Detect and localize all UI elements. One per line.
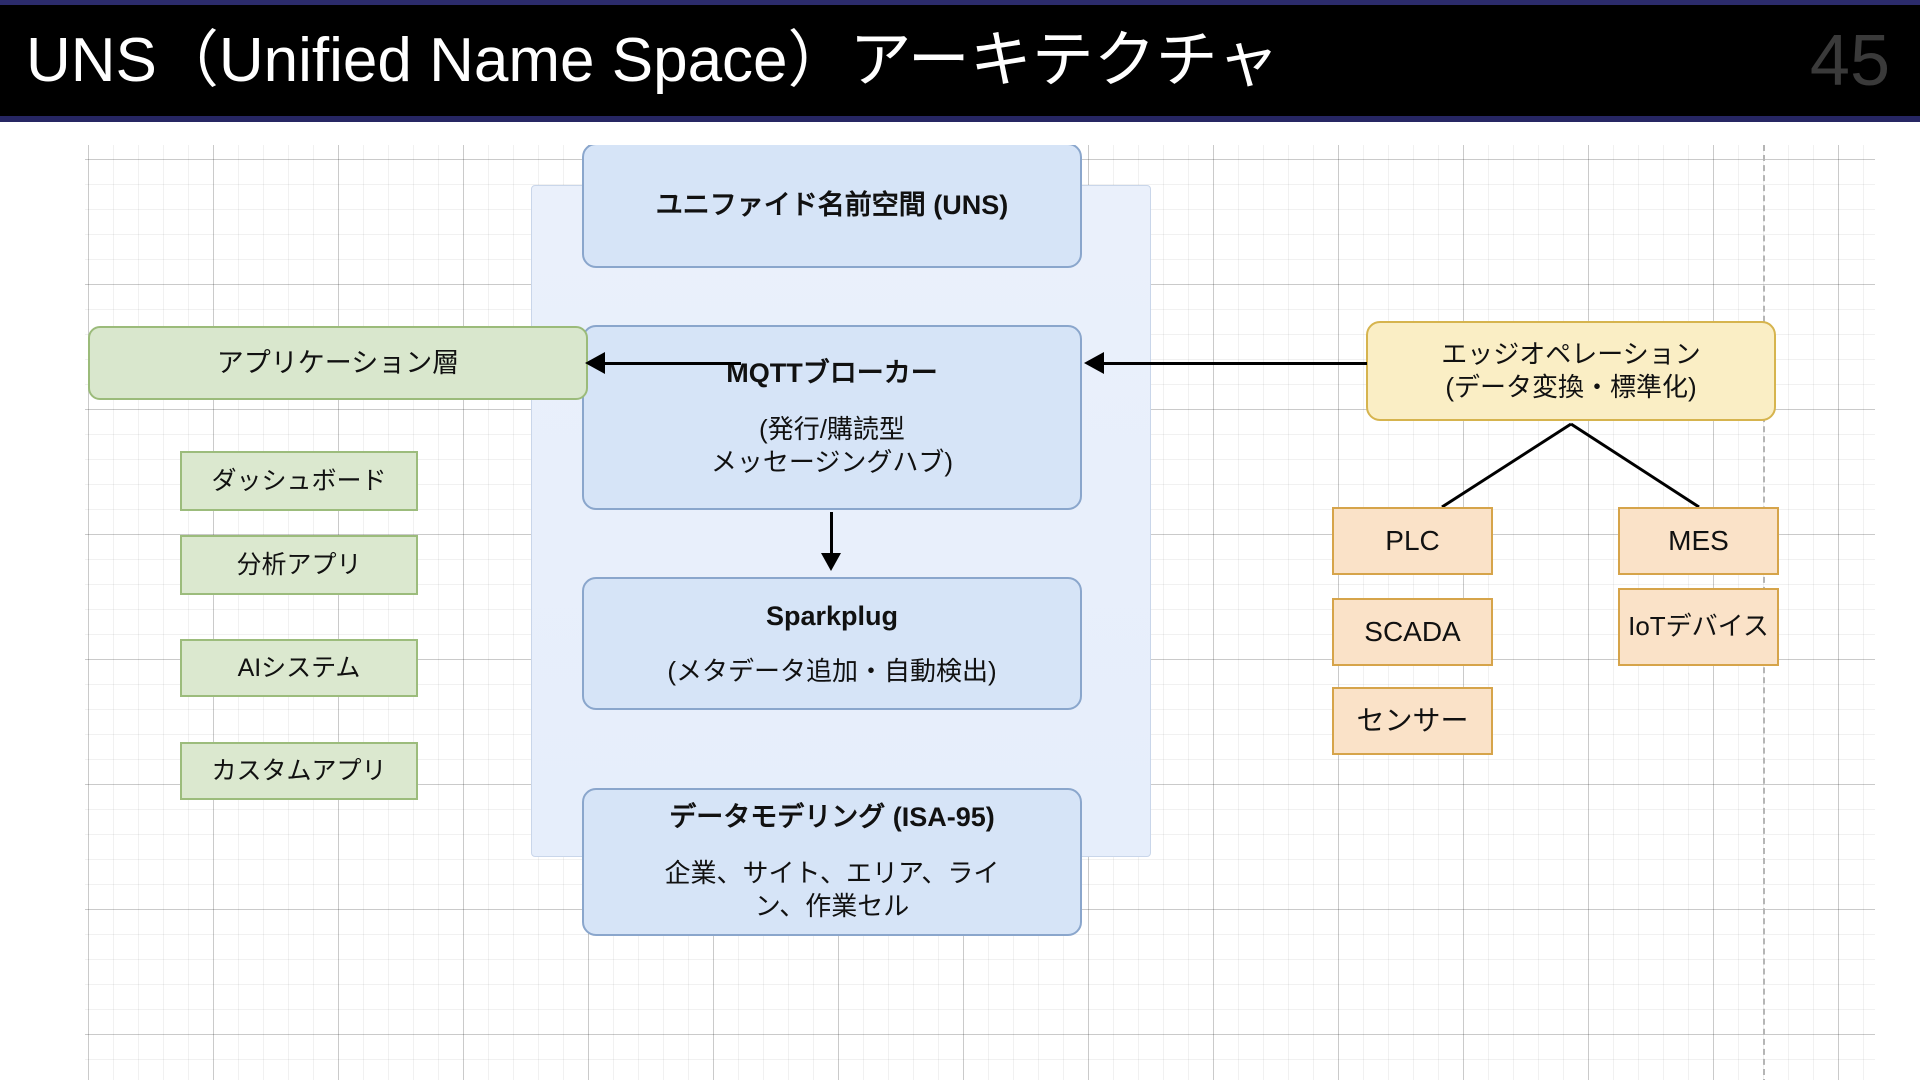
page-title: UNS（Unified Name Space）アーキテクチャ [26,25,1280,95]
mqtt-broker-sub-line2: メッセージングハブ) [710,446,954,477]
data-modeling-sub-line2: ン、作業セル [754,891,910,922]
data-modeling-title: データモデリング (ISA-95) [669,802,995,833]
device-label: PLC [1385,525,1440,557]
device-label: SCADA [1364,616,1461,648]
app-item-label: 分析アプリ [236,551,362,579]
data-modeling-sub-line1: 企業、サイト、エリア、ライ [664,858,1000,888]
sparkplug-box[interactable]: Sparkplug (メタデータ追加・自動検出) [582,577,1082,710]
sparkplug-title: Sparkplug [765,600,899,631]
app-item-ai-system[interactable]: AIシステム [180,639,418,697]
arrow-head-left-application [585,352,605,374]
device-label: センサー [1356,705,1469,737]
application-layer-box[interactable]: アプリケーション層 [88,326,588,400]
device-label: IoTデバイス [1628,611,1769,642]
connector-mqtt-to-sparkplug [830,512,833,557]
mqtt-broker-sub-line1: (発行/購読型 [759,413,905,444]
app-item-label: ダッシュボード [211,467,387,495]
uns-title-box[interactable]: ユニファイド名前空間 (UNS) [582,145,1082,268]
edge-operations-box[interactable]: エッジオペレーション (データ変換・標準化) [1366,321,1776,421]
mqtt-broker-title: MQTTブローカー [726,357,938,388]
uns-title-label: ユニファイド名前空間 (UNS) [655,190,1009,221]
device-scada[interactable]: SCADA [1332,598,1493,666]
app-item-dashboard[interactable]: ダッシュボード [180,451,418,511]
uns-container [531,185,1151,857]
device-iot[interactable]: IoTデバイス [1618,588,1779,666]
device-plc[interactable]: PLC [1332,507,1493,575]
app-item-custom-app[interactable]: カスタムアプリ [180,742,418,800]
slide-title-bar: UNS（Unified Name Space）アーキテクチャ 45 [0,0,1920,122]
edge-operations-line2: (データ変換・標準化) [1445,372,1697,402]
edge-operations-line1: エッジオペレーション [1441,338,1701,369]
connector-edge-to-uns [1104,362,1367,365]
app-item-analytics[interactable]: 分析アプリ [180,535,418,595]
page-number: 45 [1809,20,1890,101]
application-layer-label: アプリケーション層 [216,347,460,378]
diagram-canvas: ユニファイド名前空間 (UNS) MQTTブローカー (発行/購読型 メッセージ… [85,145,1875,1080]
device-sensor[interactable]: センサー [1332,687,1493,755]
device-label: MES [1668,525,1729,557]
app-item-label: AIシステム [237,654,361,682]
data-modeling-box[interactable]: データモデリング (ISA-95) 企業、サイト、エリア、ライ ン、作業セル [582,788,1082,936]
connector-uns-to-application [605,362,741,365]
arrow-head-down-sparkplug [821,553,841,571]
device-mes[interactable]: MES [1618,507,1779,575]
arrow-head-left-uns [1084,352,1104,374]
app-item-label: カスタムアプリ [211,757,387,785]
edge-device-connectors [1441,422,1700,509]
sparkplug-sub: (メタデータ追加・自動検出) [667,656,997,687]
mqtt-broker-box[interactable]: MQTTブローカー (発行/購読型 メッセージングハブ) [582,325,1082,510]
